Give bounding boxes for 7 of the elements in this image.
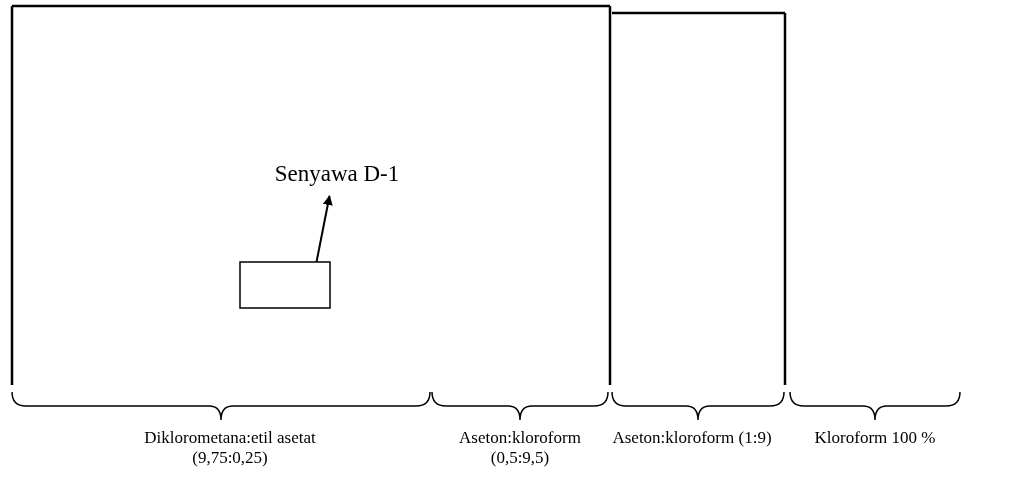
solvent-label: Aseton:kloroform (0,5:9,5) <box>458 428 582 469</box>
arrow <box>315 195 333 263</box>
solvent-label: Kloroform 100 % <box>813 428 937 449</box>
compound-label: Senyawa D-1 <box>262 160 412 188</box>
solvent-label: Aseton:kloroform (1:9) <box>611 428 773 449</box>
spot-box <box>239 261 331 309</box>
solvent-label: Diklorometana:etil asetat (9,75:0,25) <box>143 428 317 469</box>
